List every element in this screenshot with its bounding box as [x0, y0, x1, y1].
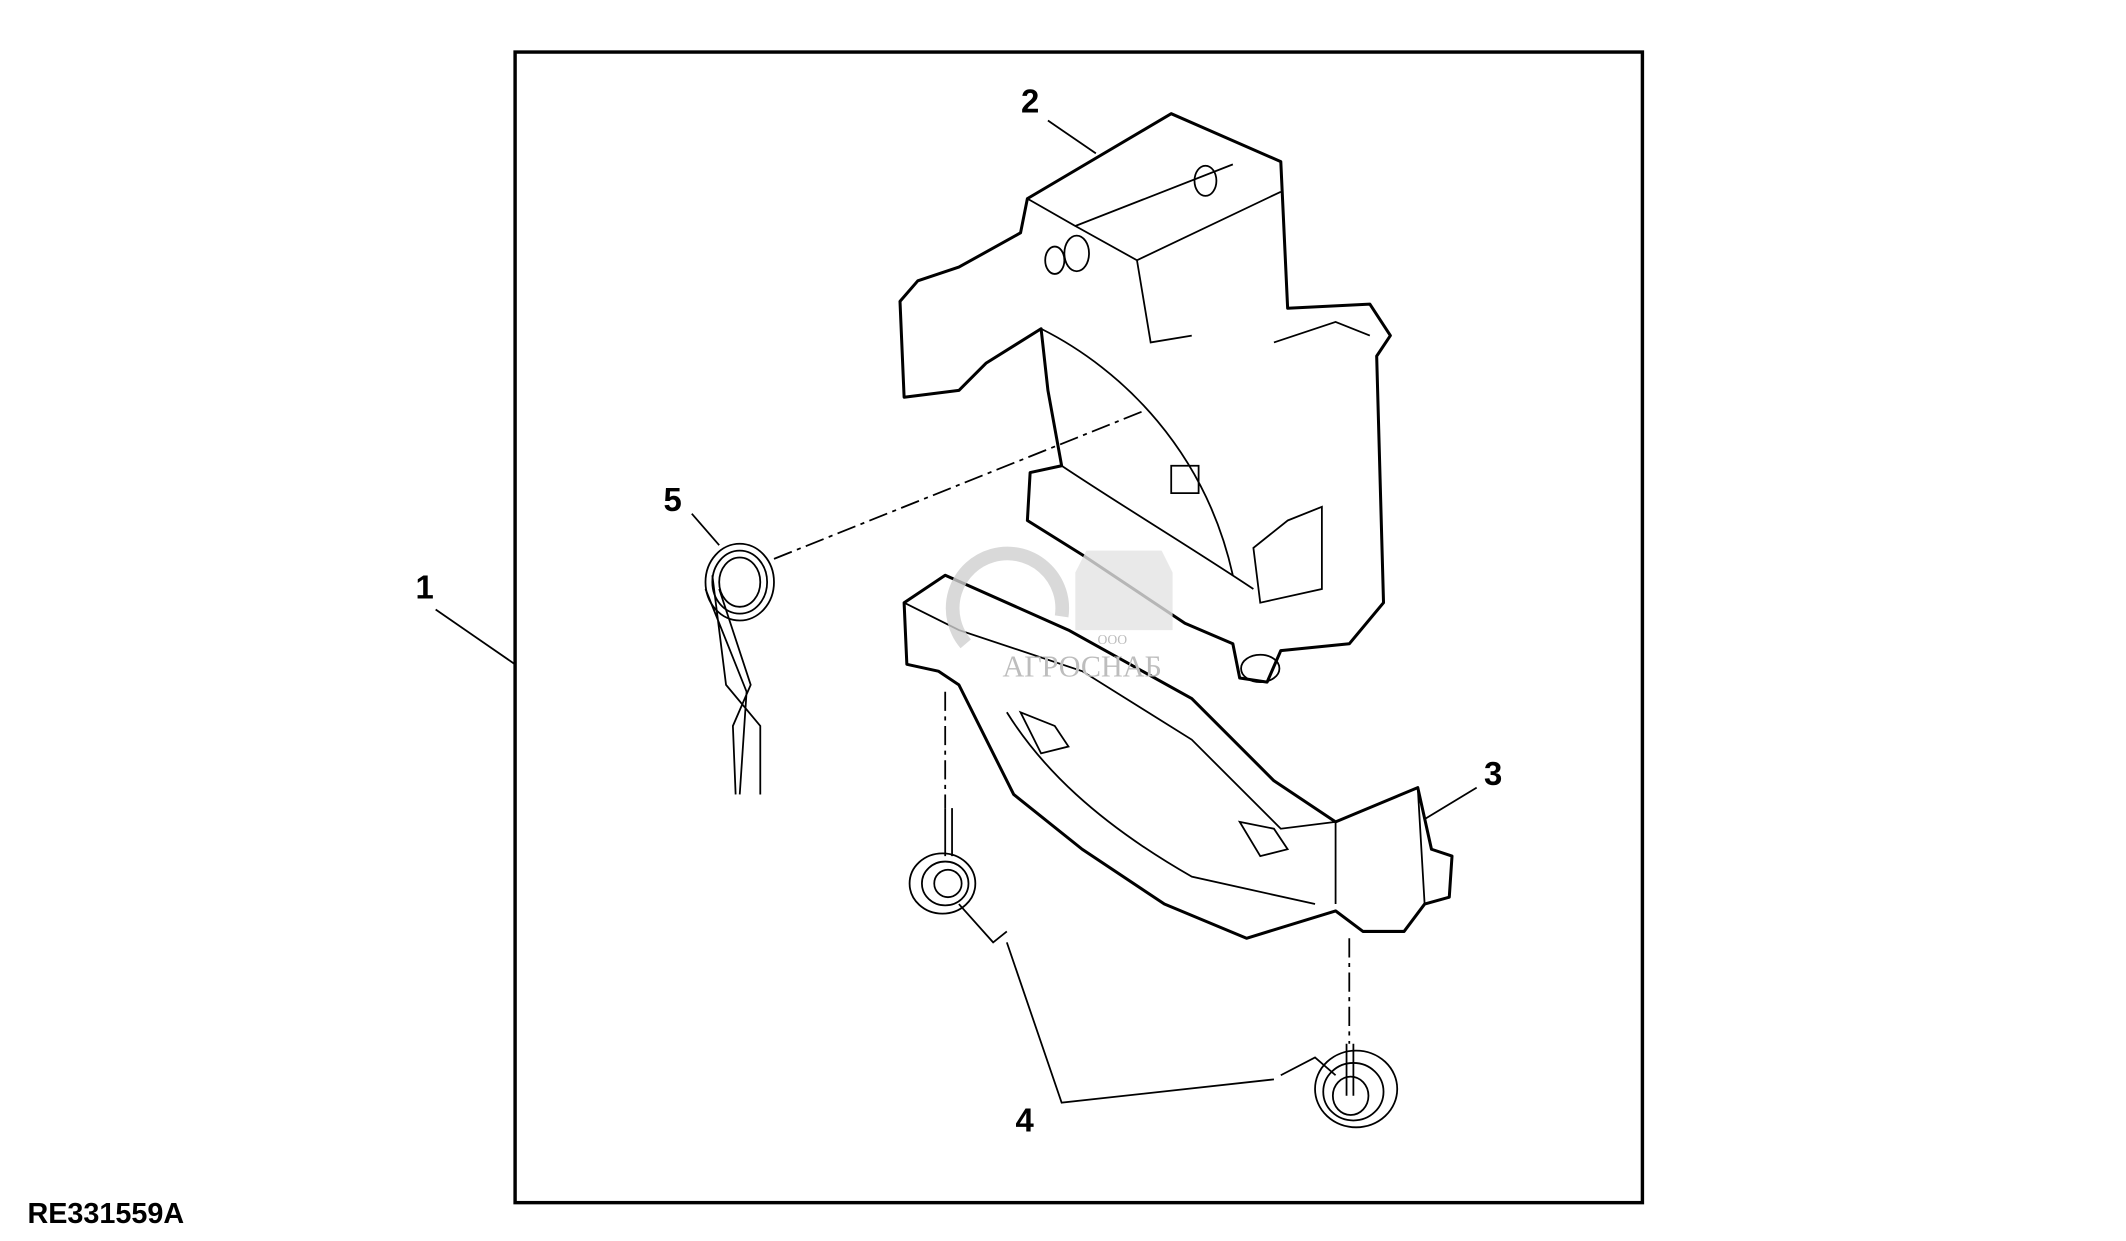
watermark-name: АГРОСНАБ [1003, 650, 1162, 684]
leader-5 [691, 513, 720, 546]
combine-harvester-icon [1075, 550, 1173, 631]
figure-id: RE331559A [27, 1198, 184, 1230]
kit-frame [513, 50, 1645, 1205]
callout-1: 1 [416, 569, 434, 606]
part-3-lower-piece [902, 573, 1454, 940]
leader-1 [435, 608, 516, 666]
leader-4 [1005, 942, 1275, 1104]
part-4-spring-right [1280, 1043, 1399, 1129]
watermark-logo: ООО АГРОСНАБ [945, 546, 1173, 684]
callout-4: 4 [1016, 1101, 1035, 1138]
watermark-prefix: ООО [1097, 632, 1127, 647]
part-4-spring-left [908, 808, 1008, 944]
leader-3 [1424, 786, 1478, 820]
part-5-spring [704, 542, 775, 795]
assembly-line-5 [773, 410, 1145, 560]
callout-2: 2 [1021, 82, 1039, 119]
callout-3: 3 [1484, 755, 1502, 792]
leader-2 [1047, 119, 1097, 155]
gear-icon [945, 546, 1070, 649]
callout-5: 5 [663, 481, 681, 518]
